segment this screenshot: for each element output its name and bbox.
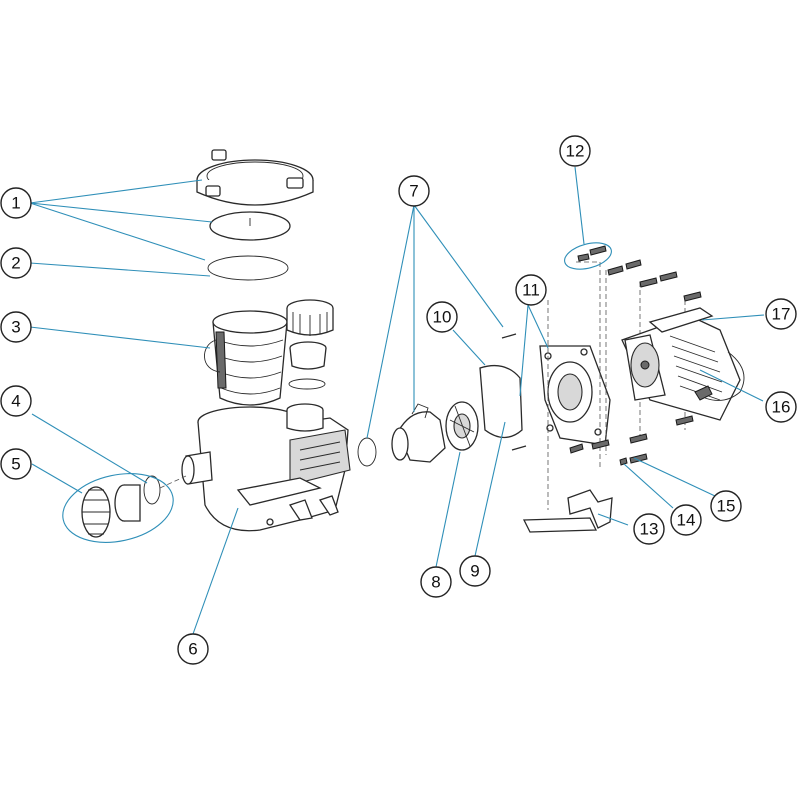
inlet-tailpiece xyxy=(114,484,141,522)
small-screw xyxy=(511,445,527,451)
callout-5-label: 5 xyxy=(11,455,20,474)
bolt-set xyxy=(569,245,702,466)
callout-13-label: 13 xyxy=(640,520,659,539)
strainer-basket xyxy=(204,310,288,406)
outlet-union-nut xyxy=(286,299,334,336)
callout-14-label: 14 xyxy=(677,511,696,530)
callout-16: 16 xyxy=(765,391,797,423)
callout-3-label: 3 xyxy=(11,318,20,337)
callout-2: 2 xyxy=(0,247,32,279)
leader-lines xyxy=(29,166,765,635)
bolt-group-12 xyxy=(564,242,612,270)
small-screw xyxy=(501,333,517,339)
callout-12-label: 12 xyxy=(566,142,585,161)
callout-17-label: 17 xyxy=(772,305,791,324)
lid-inner-disc xyxy=(209,211,291,241)
callout-15: 15 xyxy=(710,490,742,522)
callout-2-label: 2 xyxy=(11,254,20,273)
diffuser-o-ring xyxy=(357,437,377,467)
inlet-union-group xyxy=(62,473,174,543)
callout-12: 12 xyxy=(559,135,591,167)
callout-13: 13 xyxy=(633,513,665,545)
callout-4-label: 4 xyxy=(11,392,20,411)
callout-14: 14 xyxy=(670,504,702,536)
callout-8-label: 8 xyxy=(431,573,440,592)
callout-6: 6 xyxy=(177,633,209,665)
motor xyxy=(621,307,745,421)
impeller xyxy=(445,401,479,451)
callout-7: 7 xyxy=(398,175,430,207)
pump-lid xyxy=(196,149,314,206)
callout-1: 1 xyxy=(0,187,32,219)
callout-10-label: 10 xyxy=(433,308,452,327)
outlet-tailpiece xyxy=(289,341,327,370)
callout-11-label: 11 xyxy=(522,281,540,300)
inlet-union-nut xyxy=(81,486,111,538)
callout-1-label: 1 xyxy=(11,194,20,213)
pump-body xyxy=(197,406,351,532)
callout-9-label: 9 xyxy=(470,562,479,581)
seal-plate xyxy=(479,364,523,439)
callout-4: 4 xyxy=(0,385,32,417)
callout-3: 3 xyxy=(0,311,32,343)
callout-15-label: 15 xyxy=(717,497,736,516)
callout-16-label: 16 xyxy=(772,398,791,417)
diffuser xyxy=(391,403,446,463)
lid-o-ring xyxy=(207,255,289,281)
motor-support-bracket xyxy=(522,489,613,533)
callout-10: 10 xyxy=(426,301,458,333)
outlet-port xyxy=(286,403,324,432)
callout-17: 17 xyxy=(765,298,797,330)
outlet-o-ring xyxy=(288,378,326,390)
callout-9: 9 xyxy=(459,555,491,587)
callout-11: 11 xyxy=(515,274,547,306)
callout-7-label: 7 xyxy=(409,182,418,201)
inlet-port xyxy=(181,451,213,485)
callout-8: 8 xyxy=(420,566,452,598)
inlet-o-ring xyxy=(143,475,161,505)
adapter-bracket xyxy=(539,345,611,446)
callout-6-label: 6 xyxy=(188,640,197,659)
callout-5: 5 xyxy=(0,448,32,480)
